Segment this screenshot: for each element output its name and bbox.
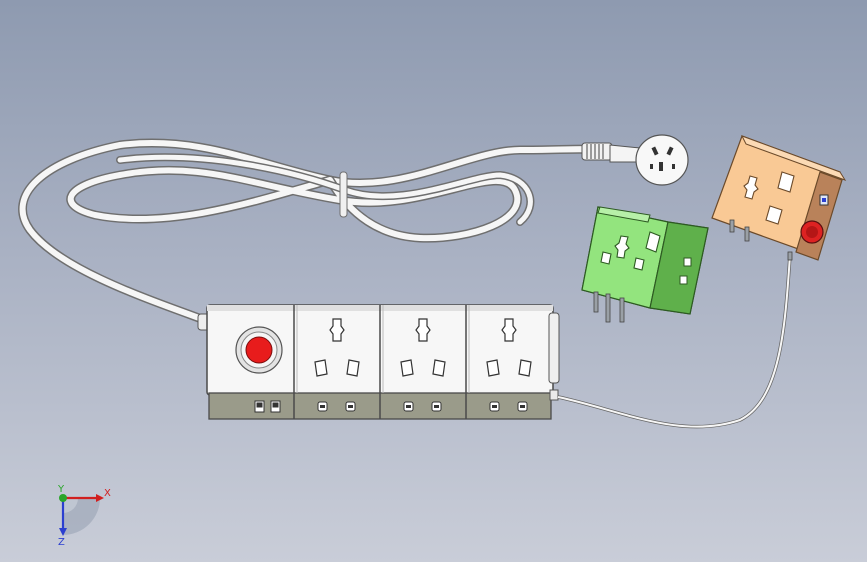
axis-z-label: Z [58, 537, 65, 548]
green-adapter [581, 206, 709, 323]
power-strip [197, 304, 560, 420]
usb-cable [557, 254, 792, 429]
axis-triad-icon: X Y Z [57, 484, 111, 548]
orange-adapter [711, 135, 847, 261]
plug-icon [650, 146, 675, 171]
axis-y-label: Y [57, 484, 65, 495]
axis-x-label: X [104, 488, 111, 499]
power-cord [18, 138, 605, 327]
power-button-icon [235, 326, 283, 374]
wall-plug [581, 134, 689, 186]
usb-port-icon [254, 400, 281, 413]
outlet-icon [314, 318, 532, 377]
